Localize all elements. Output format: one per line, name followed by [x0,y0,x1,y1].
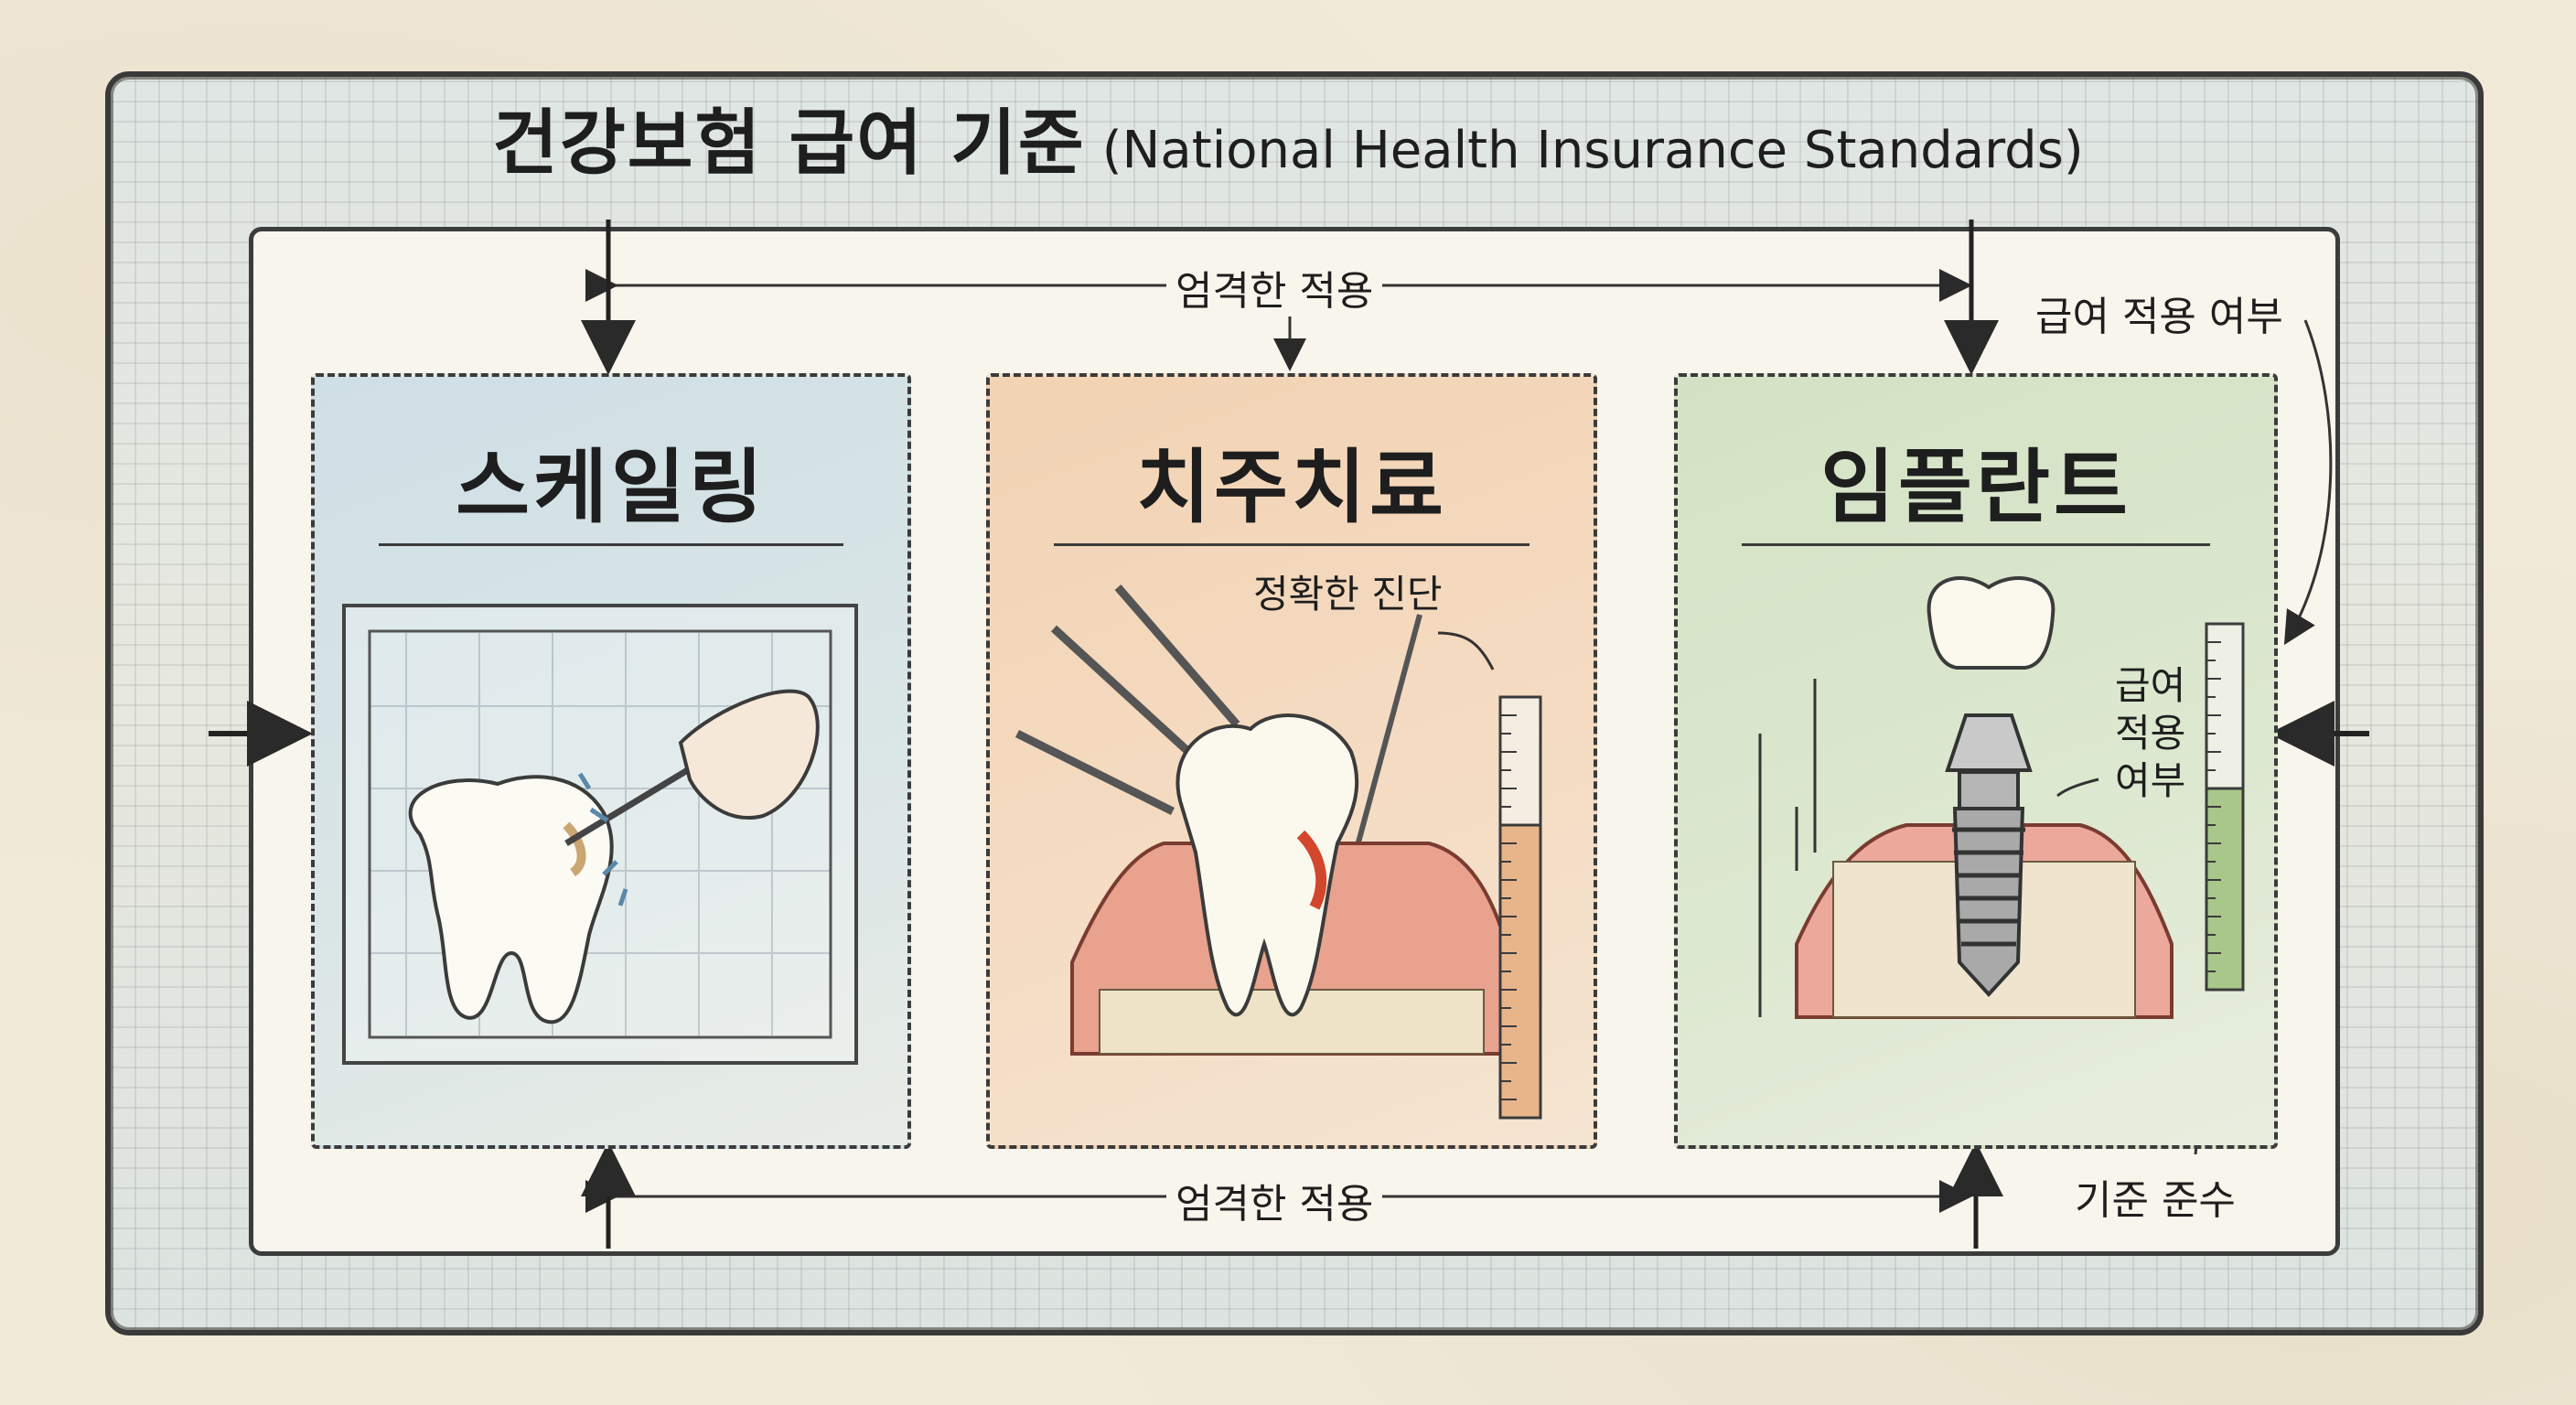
panel-periodontal: 치주치료 정확한 진단 [986,373,1597,1149]
scaling-illustration [333,587,891,1099]
panel-title-underline [379,543,843,546]
bottom-connector-label: 엄격한 적용 [1166,1171,1382,1229]
ruler-icon [1500,697,1540,1118]
panel-title-scaling: 스케일링 [315,423,907,539]
periodontal-illustration [999,578,1584,1127]
crown-icon [1929,578,2054,668]
right-top-label: 급여 적용 여부 [2026,284,2292,342]
right-bottom-label: 기준 준수 [2066,1167,2245,1226]
implant-icon [1948,715,2030,994]
panel-title-underline [1054,543,1530,546]
panel-title-periodontal: 치주치료 [990,423,1594,539]
panel-title-underline [1742,543,2210,546]
panel-implant: 임플란트 급여 적용 여부 [1674,373,2278,1149]
ruler-icon [2206,624,2243,990]
panel-title-implant: 임플란트 [1678,423,2274,539]
right-top-curved-arrow [2287,320,2331,640]
top-connector-label: 엄격한 적용 [1166,258,1382,316]
implant-illustration [1696,560,2263,1127]
panel-scaling: 스케일링 [311,373,911,1149]
